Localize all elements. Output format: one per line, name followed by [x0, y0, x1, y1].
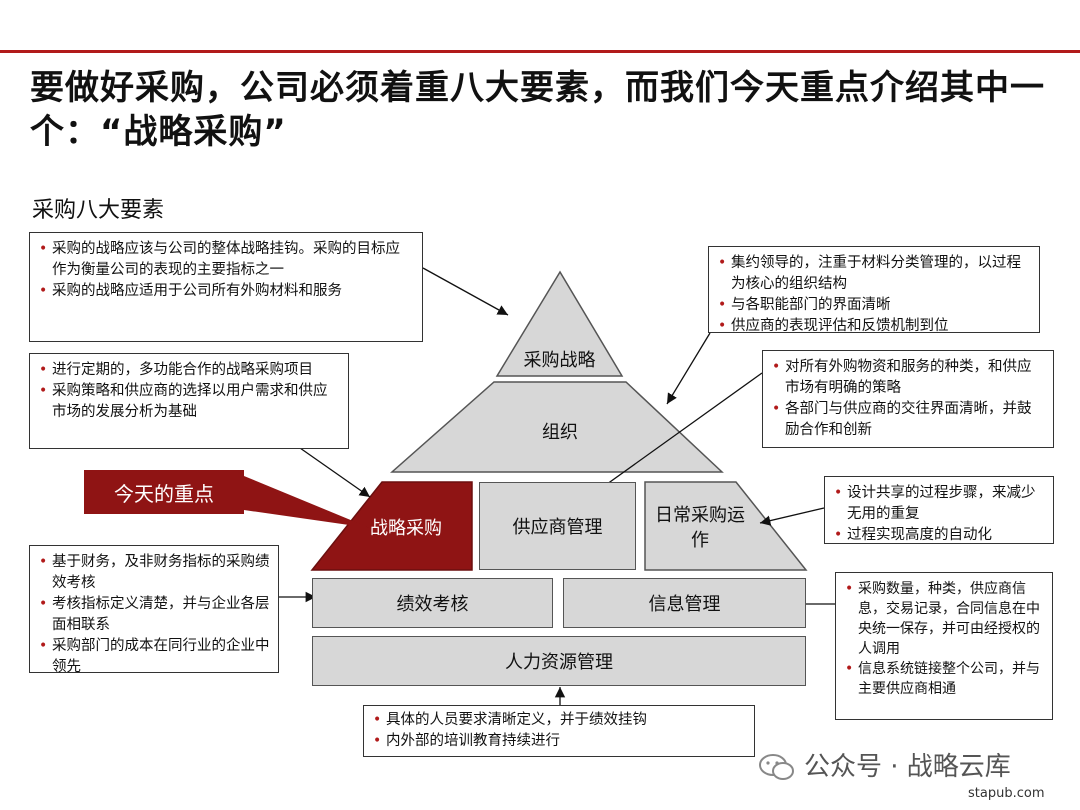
note-org: 集约领导的，注重于材料分类管理的，以过程为核心的组织结构 与各职能部门的界面清晰… — [708, 246, 1040, 337]
pyramid-hr-label: 人力资源管理 — [505, 652, 613, 673]
diagram-subtitle: 采购八大要素 — [32, 198, 165, 223]
pyramid-strategic-label: 战略采购 — [370, 518, 442, 539]
pyramid-strategic-shape — [310, 481, 473, 571]
note-hr-item: 内外部的培训教育持续进行 — [373, 731, 746, 752]
connector-daily — [759, 507, 825, 526]
note-strategy-item: 采购的战略应该与公司的整体战略挂钩。采购的目标应作为衡量公司的表现的主要指标之一 — [39, 239, 414, 281]
pyramid-daily-label: 日常采购运作 — [655, 505, 745, 551]
note-org-item: 集约领导的，注重于材料分类管理的，以过程为核心的组织结构 — [718, 253, 1031, 295]
note-supplier-item: 各部门与供应商的交往界面清晰，并鼓励合作和创新 — [772, 399, 1045, 441]
watermark-text: 公众号 · 战略云库 — [804, 752, 1011, 782]
pyramid-middle-label: 组织 — [542, 422, 578, 443]
note-performance: 基于财务，及非财务指标的采购绩效考核 考核指标定义清楚，并与企业各层面相联系 采… — [29, 545, 279, 675]
connector-org — [666, 332, 711, 405]
note-performance-item: 基于财务，及非财务指标的采购绩效考核 — [39, 552, 270, 594]
pyramid-info-block: 信息管理 — [563, 578, 806, 628]
note-strategic-sourcing: 进行定期的，多功能合作的战略采购项目 采购策略和供应商的选择以用户需求和供应市场… — [29, 353, 349, 449]
note-org-item: 与各职能部门的界面清晰 — [718, 295, 1031, 316]
pyramid-hr-block: 人力资源管理 — [312, 636, 806, 686]
note-strategic-item: 采购策略和供应商的选择以用户需求和供应市场的发展分析为基础 — [39, 381, 340, 423]
today-focus-label: 今天的重点 — [84, 470, 244, 514]
note-info-item: 采购数量，种类，供应商信息，交易记录，合同信息在中央统一保存，并可由经授权的人调… — [845, 579, 1044, 659]
note-strategy: 采购的战略应该与公司的整体战略挂钩。采购的目标应作为衡量公司的表现的主要指标之一… — [29, 232, 423, 342]
note-supplier: 对所有外购物资和服务的种类，和供应市场有明确的策略 各部门与供应商的交往界面清晰… — [762, 350, 1054, 448]
pyramid-middle-shape — [390, 381, 724, 473]
top-rule — [0, 50, 1080, 53]
note-strategic-item: 进行定期的，多功能合作的战略采购项目 — [39, 360, 340, 381]
note-daily-item: 设计共享的过程步骤，来减少无用的重复 — [834, 483, 1045, 525]
note-daily: 设计共享的过程步骤，来减少无用的重复 过程实现高度的自动化 — [824, 476, 1054, 546]
footer-tag: stapub.com — [968, 786, 1045, 801]
note-strategy-item: 采购的战略应适用于公司所有外购材料和服务 — [39, 281, 414, 302]
pyramid-top-label: 采购战略 — [523, 350, 596, 371]
note-info-item: 信息系统链接整个公司，并与主要供应商相通 — [845, 659, 1044, 699]
connector-strategy — [422, 267, 509, 316]
note-performance-item: 采购部门的成本在同行业的企业中领先 — [39, 636, 270, 678]
note-info: 采购数量，种类，供应商信息，交易记录，合同信息在中央统一保存，并可由经授权的人调… — [835, 572, 1053, 720]
note-hr: 具体的人员要求清晰定义，并于绩效挂钩 内外部的培训教育持续进行 — [363, 705, 755, 757]
pyramid-performance-block: 绩效考核 — [312, 578, 553, 628]
page-title: 要做好采购，公司必须着重八大要素，而我们今天重点介绍其中一个：“战略采购” — [30, 68, 1045, 152]
pyramid-performance-label: 绩效考核 — [396, 594, 469, 615]
connector-strategic — [299, 447, 371, 498]
pyramid-top-shape — [495, 270, 624, 377]
pyramid-info-label: 信息管理 — [648, 594, 721, 615]
note-supplier-item: 对所有外购物资和服务的种类，和供应市场有明确的策略 — [772, 357, 1045, 399]
wechat-icon — [759, 754, 794, 780]
pyramid-supplier-block: 供应商管理 — [479, 482, 636, 570]
pyramid-supplier-label: 供应商管理 — [512, 517, 603, 538]
note-hr-item: 具体的人员要求清晰定义，并于绩效挂钩 — [373, 710, 746, 731]
note-daily-item: 过程实现高度的自动化 — [834, 525, 1045, 546]
note-org-item: 供应商的表现评估和反馈机制到位 — [718, 316, 1031, 337]
note-performance-item: 考核指标定义清楚，并与企业各层面相联系 — [39, 594, 270, 636]
pyramid-daily-shape — [644, 481, 808, 571]
today-focus-pointer — [244, 476, 370, 528]
